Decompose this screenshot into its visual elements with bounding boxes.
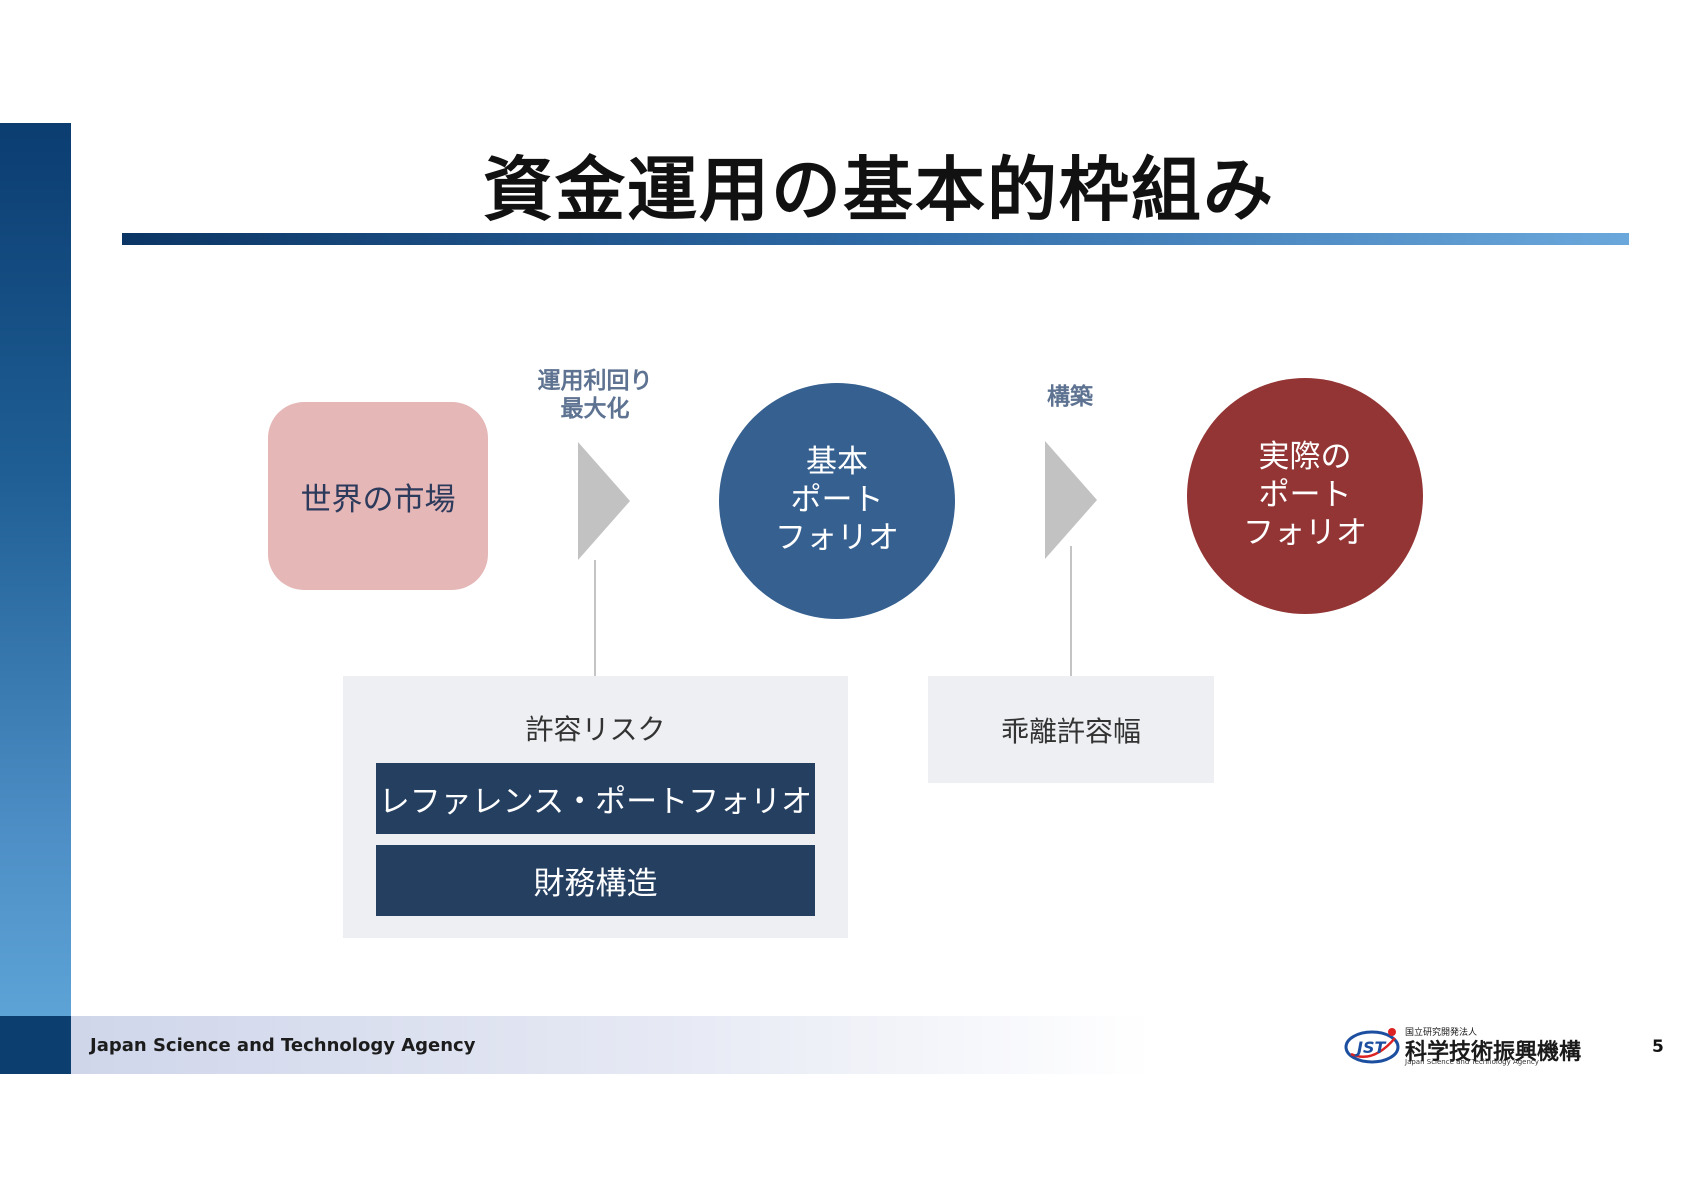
deviation-tolerance-panel: 乖離許容幅: [928, 676, 1214, 783]
actual-portfolio-line3: フォリオ: [1243, 514, 1367, 551]
left-accent-bar-footer: [0, 1016, 71, 1074]
basic-portfolio-line2: ポート: [790, 482, 884, 519]
basic-portfolio-line3: フォリオ: [775, 519, 899, 556]
actual-portfolio-circle: 実際の ポート フォリオ: [1187, 378, 1423, 614]
arrow-label-maximize-line1: 運用利回り: [537, 368, 653, 394]
page-number: 5: [1652, 1037, 1664, 1057]
arrow-label-build: 構築: [1047, 384, 1093, 410]
world-market-box: 世界の市場: [268, 402, 488, 590]
connector-line: [1070, 546, 1072, 676]
left-accent-bar: [0, 123, 71, 1016]
logo-org-name: 科学技術振興機構: [1405, 1040, 1582, 1065]
financial-structure-box: 財務構造: [376, 845, 815, 916]
jst-logo-text: JST: [1354, 1038, 1386, 1057]
reference-portfolio-box: レファレンス・ポートフォリオ: [376, 763, 815, 834]
triangle-arrow-right-icon: [578, 442, 630, 560]
footer-agency-name: Japan Science and Technology Agency: [90, 1035, 476, 1056]
jst-logo-icon: JST: [1344, 1028, 1400, 1064]
triangle-arrow-right-icon: [1045, 441, 1097, 559]
footer-band: [71, 1016, 1151, 1074]
logo-org-name-en: Japan Science and Technology Agency: [1405, 1058, 1539, 1066]
basic-portfolio-line1: 基本: [806, 444, 868, 481]
title-underline: [122, 233, 1629, 245]
arrow-label-maximize: 運用利回り 最大化: [520, 368, 670, 423]
actual-portfolio-line1: 実際の: [1258, 439, 1352, 476]
acceptable-risk-title: 許容リスク: [525, 713, 666, 746]
actual-portfolio-line2: ポート: [1258, 477, 1352, 514]
basic-portfolio-circle: 基本 ポート フォリオ: [719, 383, 955, 619]
logo-org-type: 国立研究開発法人: [1405, 1028, 1478, 1038]
page-title: 資金運用の基本的枠組み: [483, 149, 1275, 231]
connector-line: [594, 560, 596, 676]
arrow-label-maximize-line2: 最大化: [560, 395, 630, 422]
